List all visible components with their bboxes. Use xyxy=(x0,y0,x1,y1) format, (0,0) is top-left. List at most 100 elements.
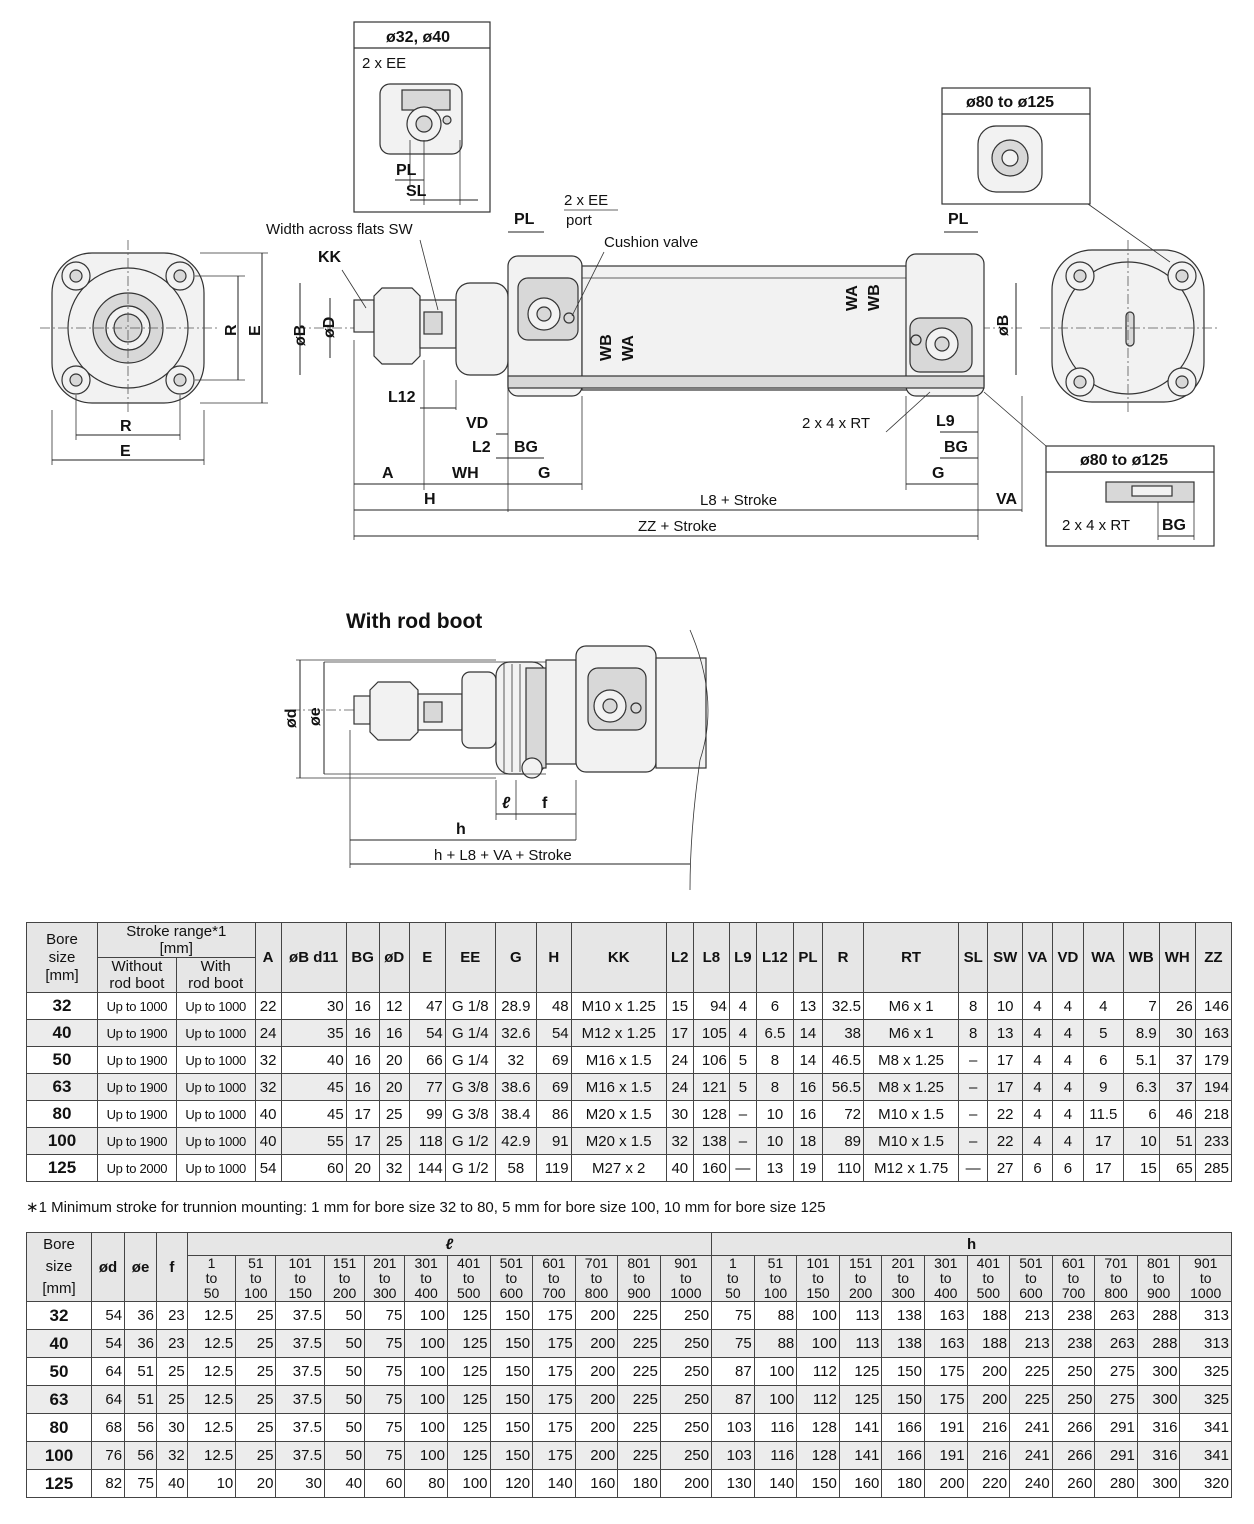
front-view-rod-end xyxy=(40,240,268,465)
table-cell: 150 xyxy=(489,1413,534,1442)
table-cell: 20 xyxy=(235,1469,277,1498)
table-cell: 20 xyxy=(378,1073,410,1101)
table-cell: – xyxy=(958,1127,989,1155)
table-cell: 218 xyxy=(1194,1100,1233,1128)
table-cell: 9 xyxy=(1082,1073,1124,1101)
table-cell: 280 xyxy=(1094,1469,1138,1498)
table-cell: 16 xyxy=(345,1046,380,1074)
dim-e-vertical: E xyxy=(247,325,264,336)
table-cell: 4 xyxy=(1022,1019,1053,1047)
table-cell: 285 xyxy=(1194,1154,1233,1182)
table-cell: 125 xyxy=(838,1357,883,1386)
table-cell: 200 xyxy=(966,1385,1011,1414)
table-cell: Up to 1000 xyxy=(175,1127,256,1155)
col-header: ød xyxy=(90,1232,126,1302)
table-cell: 75 xyxy=(364,1301,406,1330)
table-cell: 6.3 xyxy=(1122,1073,1160,1101)
bg-label-head: BG xyxy=(944,439,968,456)
table-cell: – xyxy=(958,1100,989,1128)
ell-group-header: ℓ xyxy=(186,1232,713,1256)
table-cell: 138 xyxy=(881,1301,925,1330)
table-cell: 4 xyxy=(728,992,757,1020)
table-cell: 8 xyxy=(958,1019,989,1047)
col-header: A xyxy=(254,922,282,993)
table-cell: 94 xyxy=(692,992,730,1020)
table-cell: 106 xyxy=(692,1046,730,1074)
table-cell: 325 xyxy=(1179,1357,1232,1386)
table-cell: 11.5 xyxy=(1082,1100,1124,1128)
table-cell: 100 xyxy=(796,1301,840,1330)
table-cell: 64 xyxy=(90,1357,126,1386)
table-cell: 38.4 xyxy=(494,1100,537,1128)
table-cell: 260 xyxy=(1051,1469,1096,1498)
table-cell: 17 xyxy=(987,1073,1024,1101)
table-cell: 26 xyxy=(1158,992,1196,1020)
table-cell: 48 xyxy=(535,992,572,1020)
table-cell: 150 xyxy=(489,1357,534,1386)
table-cell: 175 xyxy=(532,1329,576,1358)
table-cell: 220 xyxy=(966,1469,1011,1498)
table-cell: 12.5 xyxy=(186,1357,237,1386)
table-cell: 25 xyxy=(378,1100,410,1128)
inset-sl-label: SL xyxy=(406,183,427,200)
bore-size-cell: 125 xyxy=(26,1154,98,1182)
table-cell: 128 xyxy=(796,1413,840,1442)
table-cell: M10 x 1.5 xyxy=(863,1127,960,1155)
table-cell: 46.5 xyxy=(821,1046,865,1074)
table-cell: 50 xyxy=(323,1357,366,1386)
table-cell: 12.5 xyxy=(186,1385,237,1414)
table-cell: Up to 1900 xyxy=(97,1073,177,1101)
table-cell: – xyxy=(728,1127,757,1155)
table-cell: Up to 1000 xyxy=(175,1154,256,1182)
table-cell: 4 xyxy=(1022,1100,1053,1128)
table-cell: 125 xyxy=(446,1413,491,1442)
footnote: ∗1 Minimum stroke for trunnion mounting:… xyxy=(26,1199,826,1216)
table-cell: 313 xyxy=(1179,1329,1232,1358)
table-cell: 56.5 xyxy=(821,1073,865,1101)
rod-boot-title: With rod boot xyxy=(346,610,482,633)
table-cell: 200 xyxy=(574,1357,619,1386)
table-cell: 110 xyxy=(821,1154,865,1182)
table-cell: 7 xyxy=(1122,992,1160,1020)
col-header: L12 xyxy=(755,922,794,993)
table-cell: 20 xyxy=(345,1154,380,1182)
table-cell: 75 xyxy=(364,1357,406,1386)
table-cell: 12.5 xyxy=(186,1441,237,1470)
table-cell: 233 xyxy=(1194,1127,1233,1155)
table-cell: 25 xyxy=(235,1301,277,1330)
table-cell: 150 xyxy=(796,1469,840,1498)
table-cell: 300 xyxy=(1136,1385,1181,1414)
kk-label: KK xyxy=(318,249,342,266)
table-cell: 216 xyxy=(966,1413,1011,1442)
table-cell: 38 xyxy=(821,1019,865,1047)
table-cell: 37.5 xyxy=(275,1357,325,1386)
table-cell: 14 xyxy=(792,1019,823,1047)
col-header: øD xyxy=(378,922,410,993)
table-cell: 188 xyxy=(966,1301,1011,1330)
table-cell: 18 xyxy=(792,1127,823,1155)
col-header: H xyxy=(535,922,572,993)
col-header: VD xyxy=(1051,922,1084,993)
table-cell: 16 xyxy=(345,992,380,1020)
table-cell: 100 xyxy=(753,1357,798,1386)
table-cell: 100 xyxy=(796,1329,840,1358)
table-cell: 113 xyxy=(838,1301,883,1330)
table-cell: 316 xyxy=(1136,1413,1181,1442)
table-cell: 4 xyxy=(1051,1100,1084,1128)
col-header: SL xyxy=(958,922,989,993)
table-cell: 200 xyxy=(574,1329,619,1358)
wb-label-rod: WB xyxy=(598,334,615,361)
table-cell: 22 xyxy=(254,992,282,1020)
table-cell: 19 xyxy=(792,1154,823,1182)
